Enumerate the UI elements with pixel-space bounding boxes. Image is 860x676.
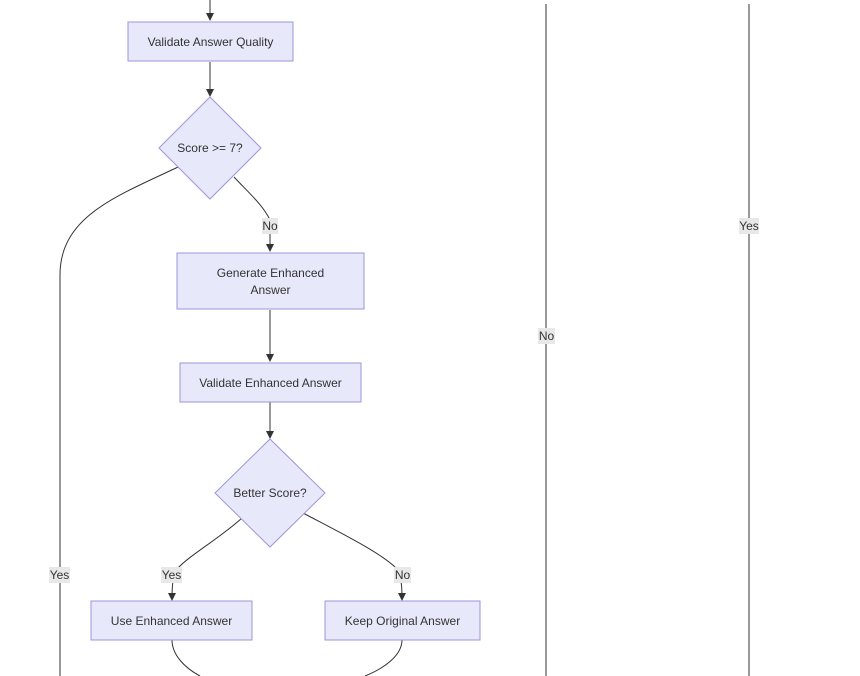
decision-score-threshold[interactable]: Score >= 7?: [158, 96, 262, 200]
node-validate-enhanced-answer[interactable]: Validate Enhanced Answer: [179, 362, 362, 403]
edge-label-right-no: No: [538, 328, 555, 344]
node-generate-enhanced-answer[interactable]: Generate Enhanced Answer: [176, 252, 365, 310]
node-validate-enhanced-answer-box: [179, 362, 362, 403]
decision-score-threshold-diamond: [158, 96, 262, 200]
decision-better-score-diamond: [214, 438, 326, 548]
edge-label-better-yes: Yes: [161, 567, 182, 583]
edge-label-better-yes-bg: [161, 567, 182, 583]
edge-keep-original-outgoing: [364, 639, 403, 676]
node-keep-original-answer-label: Keep Original Answer: [345, 614, 460, 628]
edge-label-far-right-yes-text: Yes: [739, 219, 759, 233]
edge-label-far-right-yes: Yes: [739, 218, 759, 234]
edge-label-better-no: No: [394, 567, 411, 583]
node-validate-answer-quality[interactable]: Validate Answer Quality: [127, 21, 294, 62]
node-keep-original-answer[interactable]: Keep Original Answer: [324, 600, 481, 641]
node-generate-enhanced-answer-box: [176, 252, 365, 310]
edge-label-score-yes-bg: [49, 567, 70, 583]
node-validate-answer-quality-box: [127, 21, 294, 62]
node-use-enhanced-answer[interactable]: Use Enhanced Answer: [90, 600, 253, 641]
edge-label-right-no-bg: [538, 328, 555, 344]
node-keep-original-answer-box: [324, 600, 481, 641]
edge-label-score-no-text: No: [262, 219, 278, 233]
edge-score-no-to-generate-enhanced: [233, 176, 274, 252]
node-generate-enhanced-answer-label-line1: Generate Enhanced: [217, 266, 324, 280]
edge-label-better-no-text: No: [395, 568, 411, 582]
node-validate-answer-quality-label: Validate Answer Quality: [148, 35, 274, 49]
node-generate-enhanced-answer-label-line2: Answer: [250, 283, 290, 297]
edge-better-no-to-keep-original: [302, 512, 406, 601]
node-use-enhanced-answer-label: Use Enhanced Answer: [111, 614, 232, 628]
node-use-enhanced-answer-box: [90, 600, 253, 641]
decision-score-threshold-label: Score >= 7?: [177, 141, 243, 155]
decision-better-score[interactable]: Better Score?: [214, 438, 326, 548]
edge-label-better-no-bg: [394, 567, 411, 583]
edge-label-score-yes-text: Yes: [50, 568, 70, 582]
edge-label-score-yes: Yes: [49, 567, 70, 583]
edge-better-yes-to-use-enhanced: [168, 517, 243, 601]
edge-use-enhanced-outgoing: [171, 639, 201, 676]
edges: [59, 0, 750, 676]
edge-label-far-right-yes-bg: [739, 218, 759, 234]
edge-label-score-no-bg: [262, 218, 278, 234]
decision-better-score-label: Better Score?: [233, 486, 307, 500]
edge-label-score-no: No: [262, 218, 278, 234]
edge-label-right-no-text: No: [539, 329, 555, 343]
edge-label-better-yes-text: Yes: [162, 568, 182, 582]
node-validate-enhanced-answer-label: Validate Enhanced Answer: [199, 376, 342, 390]
edge-score-yes-left-path: [59, 166, 179, 676]
